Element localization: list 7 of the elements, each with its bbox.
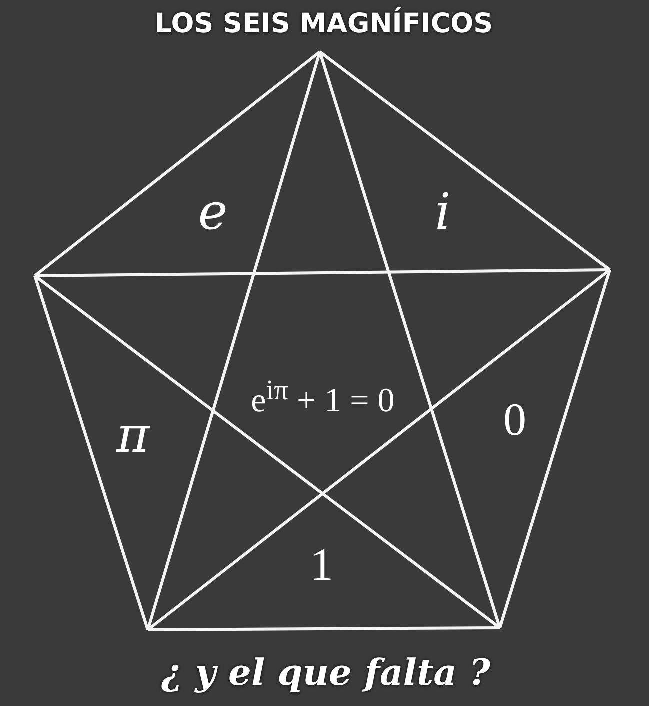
symbol-label: i	[435, 187, 451, 237]
equation-label: e$^{iπ}$ + 1 = 0	[251, 377, 395, 419]
number-label: 1	[310, 542, 334, 588]
number-label: 0	[504, 397, 526, 443]
symbol-label: e	[198, 187, 228, 237]
symbol-label: π	[116, 410, 150, 460]
caption: ¿ y el que falta ?	[161, 655, 491, 691]
